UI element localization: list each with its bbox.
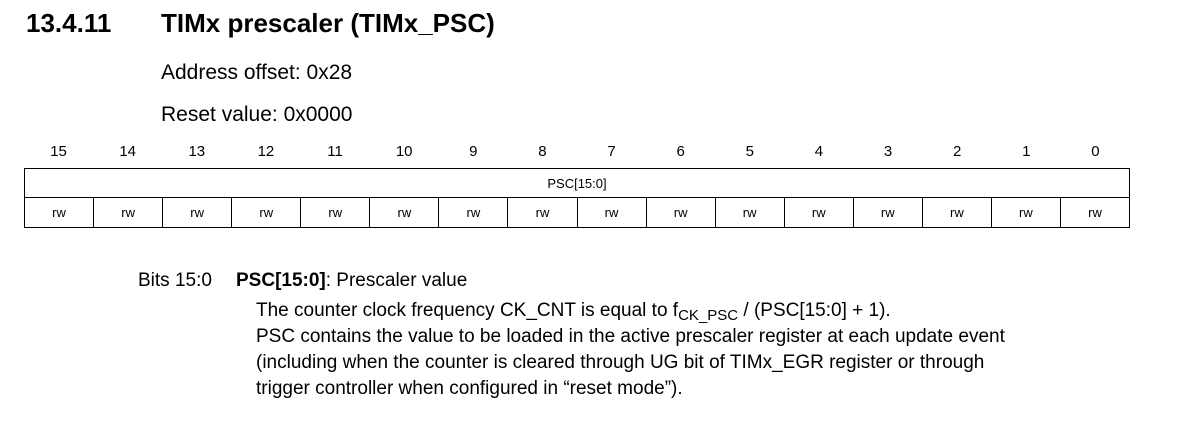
field-cell-psc: PSC[15:0] xyxy=(24,168,1130,198)
bit-number: 11 xyxy=(327,143,343,160)
description-body: The counter clock frequency CK_CNT is eq… xyxy=(256,298,1138,402)
access-cell: rw xyxy=(369,197,440,228)
access-cell: rw xyxy=(93,197,164,228)
section-title: TIMx prescaler (TIMx_PSC) xyxy=(161,8,495,38)
bit-number: 10 xyxy=(395,143,413,160)
bit-number: 6 xyxy=(676,143,685,160)
bit-number: 12 xyxy=(257,143,275,160)
access-cell: rw xyxy=(921,197,992,228)
access-cell: rw xyxy=(507,197,578,228)
bit-number: 0 xyxy=(1091,143,1100,160)
section-number: 13.4.11 xyxy=(26,8,112,38)
bits-header-line: Bits 15:0 PSC[15:0]: Prescaler value xyxy=(138,268,1138,294)
bit-number: 1 xyxy=(1022,143,1031,160)
formula-line: The counter clock frequency CK_CNT is eq… xyxy=(256,298,1138,324)
access-cell: rw xyxy=(300,197,371,228)
reset-value: Reset value: 0x0000 xyxy=(161,103,353,126)
access-cell: rw xyxy=(438,197,509,228)
bit-number: 4 xyxy=(814,143,824,160)
bit-number: 5 xyxy=(745,143,754,160)
bit-description: Bits 15:0 PSC[15:0]: Prescaler value The … xyxy=(138,268,1138,402)
address-offset: Address offset: 0x28 xyxy=(161,61,353,84)
bit-number: 7 xyxy=(607,143,616,160)
formula-subscript: CK_PSC xyxy=(678,307,739,324)
bit-number: 8 xyxy=(538,143,547,160)
description-line-3: (including when the counter is cleared t… xyxy=(256,352,985,373)
bit-number: 15 xyxy=(50,143,67,160)
description-line-2: PSC contains the value to be loaded in t… xyxy=(256,326,1005,347)
field-name-bold: PSC[15:0] xyxy=(236,270,326,291)
access-cell: rw xyxy=(645,197,716,228)
access-cell: rw xyxy=(714,197,785,228)
access-cell: rw xyxy=(162,197,233,228)
formula-prefix: The counter clock frequency CK_CNT is eq… xyxy=(256,300,679,321)
section-heading: 13.4.11 TIMx prescaler (TIMx_PSC) xyxy=(26,8,495,39)
formula-suffix: / (PSC[15:0] + 1). xyxy=(738,300,891,321)
bit-number: 9 xyxy=(469,143,478,160)
access-cell: rw xyxy=(783,197,854,228)
access-cell: rw xyxy=(990,197,1061,228)
access-cell: rw xyxy=(231,197,302,228)
field-description: : Prescaler value xyxy=(325,270,468,291)
access-cell: rw xyxy=(23,197,95,228)
access-cell: rw xyxy=(1059,197,1131,228)
description-line-4: trigger controller when configured in “r… xyxy=(256,378,683,399)
bit-number: 2 xyxy=(953,143,962,160)
bit-number: 3 xyxy=(883,143,893,160)
field-row: PSC[15:0] xyxy=(24,168,1130,198)
bit-range: Bits 15:0 xyxy=(138,270,212,291)
access-cell: rw xyxy=(576,197,647,228)
bit-number: 13 xyxy=(188,143,206,160)
access-cell: rw xyxy=(852,197,923,228)
bit-number: 14 xyxy=(119,143,137,160)
